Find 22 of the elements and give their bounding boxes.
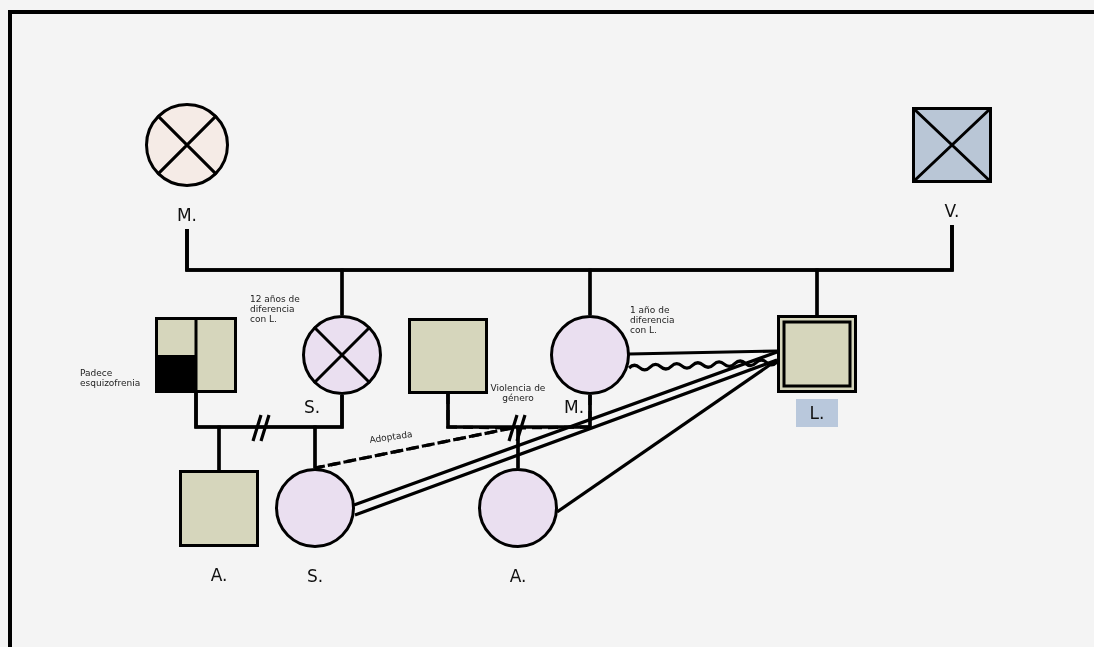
connector-line [556,358,778,514]
dashed-line [314,395,592,470]
male-symbol [155,317,237,393]
person-initial: A. [209,565,229,585]
connector-line [815,225,954,315]
annotation-text: 12 años de diferencia con L. [250,294,301,324]
person-initial: M. [175,205,199,225]
person-initial: L. [796,399,838,427]
connector-line [628,349,778,356]
person-initial: V. [943,201,961,221]
person-initial: S. [305,566,325,586]
person-initial: A. [508,566,528,586]
connector-line [313,395,344,468]
annotation-text: 1 año de diferencia con L. [630,305,676,335]
edge-label: Violencia de género [489,383,547,403]
person-initial: M. [564,397,585,417]
wavy-line [628,358,778,372]
connector-line [352,350,779,517]
person-initial: S. [304,397,321,417]
edge-label: Adoptada [367,428,415,446]
male-symbol [408,318,488,394]
annotation-text: Padece esquizofrenia [80,368,142,388]
